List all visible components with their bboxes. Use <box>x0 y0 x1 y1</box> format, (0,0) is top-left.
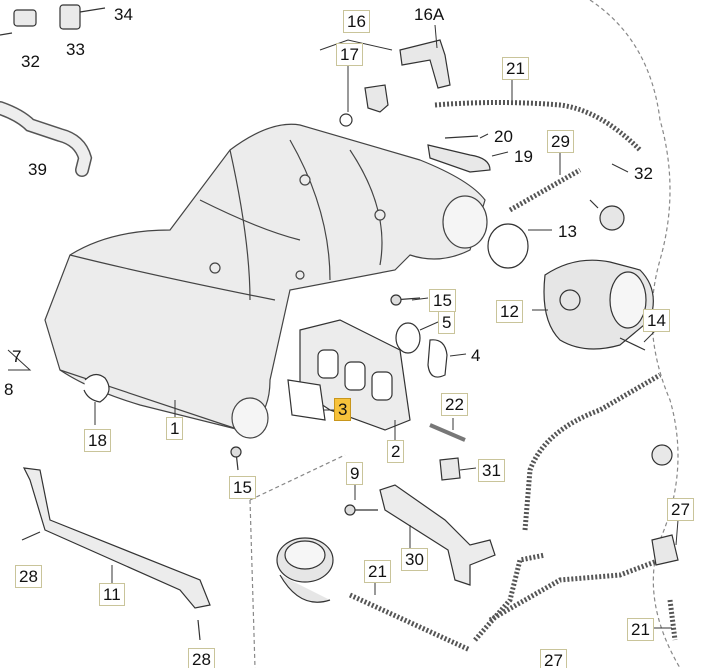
callout-14[interactable]: 14 <box>643 309 670 332</box>
valve-part <box>276 537 334 603</box>
callout-32[interactable]: 32 <box>21 52 40 71</box>
callout-20[interactable]: 20 <box>494 127 513 146</box>
bracket-19 <box>427 144 491 173</box>
callout-21-right[interactable]: 21 <box>627 618 654 641</box>
bolt-22 <box>429 423 466 442</box>
callout-2[interactable]: 2 <box>387 440 405 463</box>
callout-15-top[interactable]: 15 <box>429 289 456 312</box>
callout-16a[interactable]: 16A <box>414 5 445 24</box>
callout-4[interactable]: 4 <box>471 346 481 365</box>
callout-39[interactable]: 39 <box>28 160 47 179</box>
callout-27-bottom[interactable]: 27 <box>540 649 567 668</box>
callout-12[interactable]: 12 <box>496 300 523 323</box>
callout-31[interactable]: 31 <box>478 459 505 482</box>
callout-28[interactable]: 28 <box>15 565 42 588</box>
callout-15-bottom[interactable]: 15 <box>229 476 256 499</box>
callout-32-right[interactable]: 32 <box>634 164 653 183</box>
throttle-body <box>543 259 654 350</box>
bracket-30 <box>379 484 496 586</box>
callout-5[interactable]: 5 <box>438 311 456 334</box>
callout-11[interactable]: 11 <box>99 583 125 606</box>
callout-34[interactable]: 34 <box>114 5 133 24</box>
bolt-14 <box>619 337 646 351</box>
seal-part-4 <box>427 339 448 378</box>
intake-manifold <box>44 123 488 439</box>
washer-17 <box>339 113 353 127</box>
seal-part-5 <box>395 322 421 354</box>
callout-21[interactable]: 21 <box>502 57 529 80</box>
callout-7[interactable]: 7 <box>12 347 22 366</box>
support-bar-11 <box>22 467 211 609</box>
bolt-28-top <box>21 531 41 541</box>
sensor-part-27 <box>651 534 679 566</box>
boundary-line <box>249 454 346 501</box>
callout-27[interactable]: 27 <box>667 498 694 521</box>
boundary-line <box>249 499 256 668</box>
callout-1[interactable]: 1 <box>166 417 184 440</box>
callout-13[interactable]: 13 <box>558 222 577 241</box>
callout-28-bottom[interactable]: 28 <box>188 648 215 668</box>
callout-17[interactable]: 17 <box>336 43 363 66</box>
callout-9[interactable]: 9 <box>346 462 364 485</box>
callout-30[interactable]: 30 <box>401 548 428 571</box>
callout-19[interactable]: 19 <box>514 147 533 166</box>
callout-18[interactable]: 18 <box>84 429 111 452</box>
callout-21-bottom[interactable]: 21 <box>364 560 391 583</box>
gasket-part-3 <box>287 379 326 421</box>
callout-29[interactable]: 29 <box>547 130 574 153</box>
clamp-part-18 <box>83 373 110 403</box>
hose-clamp-parts <box>0 4 106 36</box>
callout-33[interactable]: 33 <box>66 40 85 59</box>
manifold-flange <box>299 319 411 431</box>
part-17-fitting <box>364 84 389 113</box>
clip-part-31 <box>439 457 461 481</box>
callout-16[interactable]: 16 <box>343 10 370 33</box>
callout-3-highlighted[interactable]: 3 <box>334 398 352 421</box>
o-ring-part-13 <box>487 223 529 269</box>
callout-22[interactable]: 22 <box>441 393 468 416</box>
boundary-line <box>589 0 681 668</box>
bracket-16a <box>399 39 451 89</box>
bolt-part-20 <box>444 135 479 139</box>
bolt-28-bottom <box>197 619 201 641</box>
valve-near-hose <box>651 444 673 466</box>
callout-8[interactable]: 8 <box>4 380 14 399</box>
vacuum-hoses <box>348 100 678 653</box>
sensor-part <box>589 199 625 231</box>
